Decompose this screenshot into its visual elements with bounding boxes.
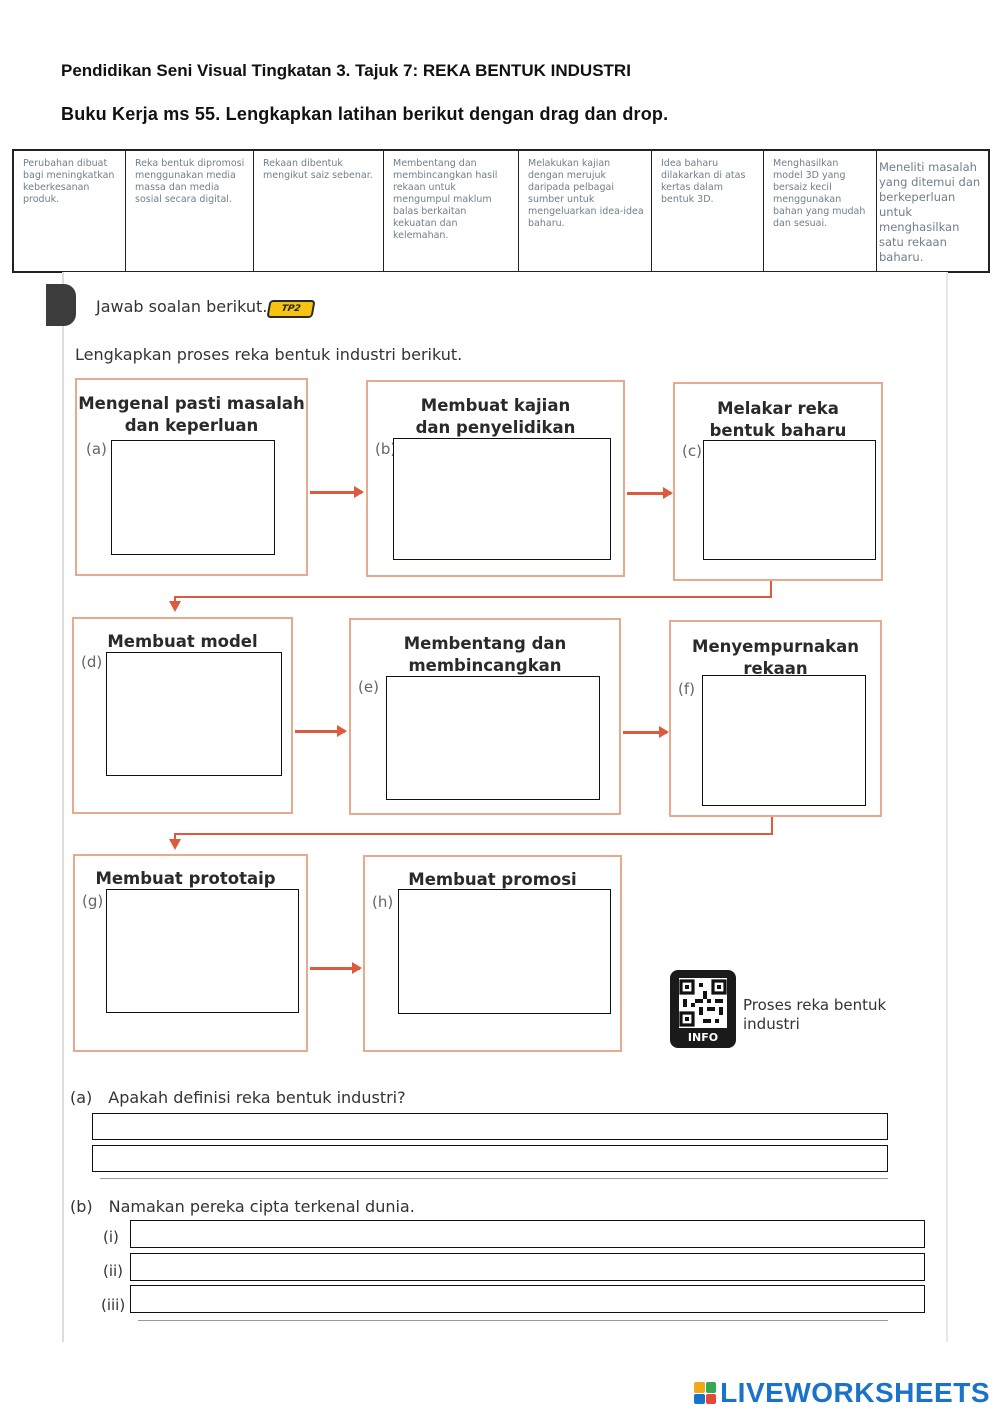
flow-arrow xyxy=(310,486,364,497)
answer-a-line-1[interactable] xyxy=(92,1113,888,1140)
worksheet-title: Pendidikan Seni Visual Tingkatan 3. Taju… xyxy=(61,61,631,80)
flow-connector-drop xyxy=(174,833,176,839)
drop-zone-e[interactable] xyxy=(386,676,600,800)
drag-item-6[interactable]: Idea baharu dilakarkan di atas kertas da… xyxy=(652,151,764,271)
tp-level-badge: TP2 xyxy=(266,300,316,318)
step-card-h: Membuat promosi (h) xyxy=(363,855,622,1052)
step-card-e: Membentang dan membincangkan (e) xyxy=(349,618,621,815)
drop-zone-g[interactable] xyxy=(106,889,299,1013)
flow-connector-drop xyxy=(174,596,176,601)
liveworksheets-logo: LIVEWORKSHEETS xyxy=(694,1377,990,1409)
drop-zone-h[interactable] xyxy=(398,889,611,1014)
answer-b-i[interactable] xyxy=(130,1220,925,1248)
step-title: Membentang dan membincangkan xyxy=(403,634,567,675)
step-title: Mengenal pasti masalah dan keperluan xyxy=(78,394,305,435)
step-letter: (a) xyxy=(86,440,107,458)
flow-arrow xyxy=(623,726,669,737)
liveworksheets-mark-icon xyxy=(694,1382,717,1404)
flow-arrow xyxy=(627,487,673,498)
roman-label-i: (i) xyxy=(103,1228,119,1246)
step-card-g: Membuat prototaip (g) xyxy=(73,854,308,1052)
roman-label-iii: (iii) xyxy=(101,1296,126,1314)
qr-code-icon xyxy=(679,978,727,1028)
question-a: (a) Apakah definisi reka bentuk industri… xyxy=(70,1088,406,1107)
question-heading: Jawab soalan berikut. xyxy=(96,297,268,316)
step-letter: (f) xyxy=(678,680,695,698)
worksheet-subtitle: Buku Kerja ms 55. Lengkapkan latihan ber… xyxy=(61,104,669,124)
roman-label-ii: (ii) xyxy=(103,1262,124,1280)
question-number-badge xyxy=(46,284,76,326)
step-letter: (g) xyxy=(82,892,104,910)
drag-options-row: Perubahan dibuat bagi meningkatkan keber… xyxy=(12,149,990,273)
step-letter: (d) xyxy=(81,653,103,671)
flow-arrow xyxy=(295,725,347,736)
step-letter: (e) xyxy=(358,678,379,696)
drop-zone-d[interactable] xyxy=(106,652,282,776)
qr-info-label: INFO xyxy=(687,1031,719,1044)
question-b: (b) Namakan pereka cipta terkenal dunia. xyxy=(70,1197,415,1216)
step-title: Melakar reka bentuk baharu xyxy=(709,399,847,440)
drag-item-7[interactable]: Menghasilkan model 3D yang bersaiz kecil… xyxy=(764,151,877,271)
step-letter: (c) xyxy=(682,442,702,460)
drop-zone-c[interactable] xyxy=(703,440,876,560)
step-title: Membuat model xyxy=(107,632,258,651)
printed-answer-line xyxy=(138,1320,888,1321)
answer-b-iii[interactable] xyxy=(130,1285,925,1313)
drag-item-5[interactable]: Melakukan kajian dengan merujuk daripada… xyxy=(519,151,652,271)
flow-arrow-head xyxy=(169,601,181,612)
drag-item-3[interactable]: Rekaan dibentuk mengikut saiz sebenar. xyxy=(254,151,384,271)
flow-connector xyxy=(174,581,772,598)
step-title: Membuat promosi xyxy=(408,870,577,889)
step-letter: (h) xyxy=(372,893,394,911)
step-letter: (b) xyxy=(375,440,397,458)
drag-item-1[interactable]: Perubahan dibuat bagi meningkatkan keber… xyxy=(14,151,126,271)
answer-b-ii[interactable] xyxy=(130,1253,925,1281)
flow-connector xyxy=(174,817,773,835)
step-card-d: Membuat model (d) xyxy=(72,617,293,814)
step-title: Membuat prototaip xyxy=(95,869,276,888)
drop-zone-a[interactable] xyxy=(111,440,275,555)
flow-arrow xyxy=(310,962,362,973)
step-title: Membuat kajian dan penyelidikan xyxy=(415,396,576,437)
answer-a-line-2[interactable] xyxy=(92,1145,888,1172)
drop-zone-f[interactable] xyxy=(702,675,866,806)
instruction-text: Lengkapkan proses reka bentuk industri b… xyxy=(75,345,463,364)
step-card-f: Menyempurnakan rekaan (f) xyxy=(669,620,882,817)
flow-arrow-head xyxy=(169,839,181,850)
qr-caption: Proses reka bentuk industri xyxy=(743,996,887,1033)
step-card-b: Membuat kajian dan penyelidikan (b) xyxy=(366,380,625,577)
drop-zone-b[interactable] xyxy=(393,438,611,560)
drag-item-4[interactable]: Membentang dan membincangkan hasil rekaa… xyxy=(384,151,519,271)
step-card-a: Mengenal pasti masalah dan keperluan (a) xyxy=(75,378,308,576)
liveworksheets-wordmark: LIVEWORKSHEETS xyxy=(720,1377,990,1408)
step-card-c: Melakar reka bentuk baharu (c) xyxy=(673,382,883,581)
step-title: Menyempurnakan rekaan xyxy=(692,637,859,678)
drag-item-2[interactable]: Reka bentuk dipromosi menggunakan media … xyxy=(126,151,254,271)
printed-answer-line xyxy=(100,1178,888,1179)
drag-item-8[interactable]: Meneliti masalah yang ditemui dan berkep… xyxy=(879,160,981,264)
